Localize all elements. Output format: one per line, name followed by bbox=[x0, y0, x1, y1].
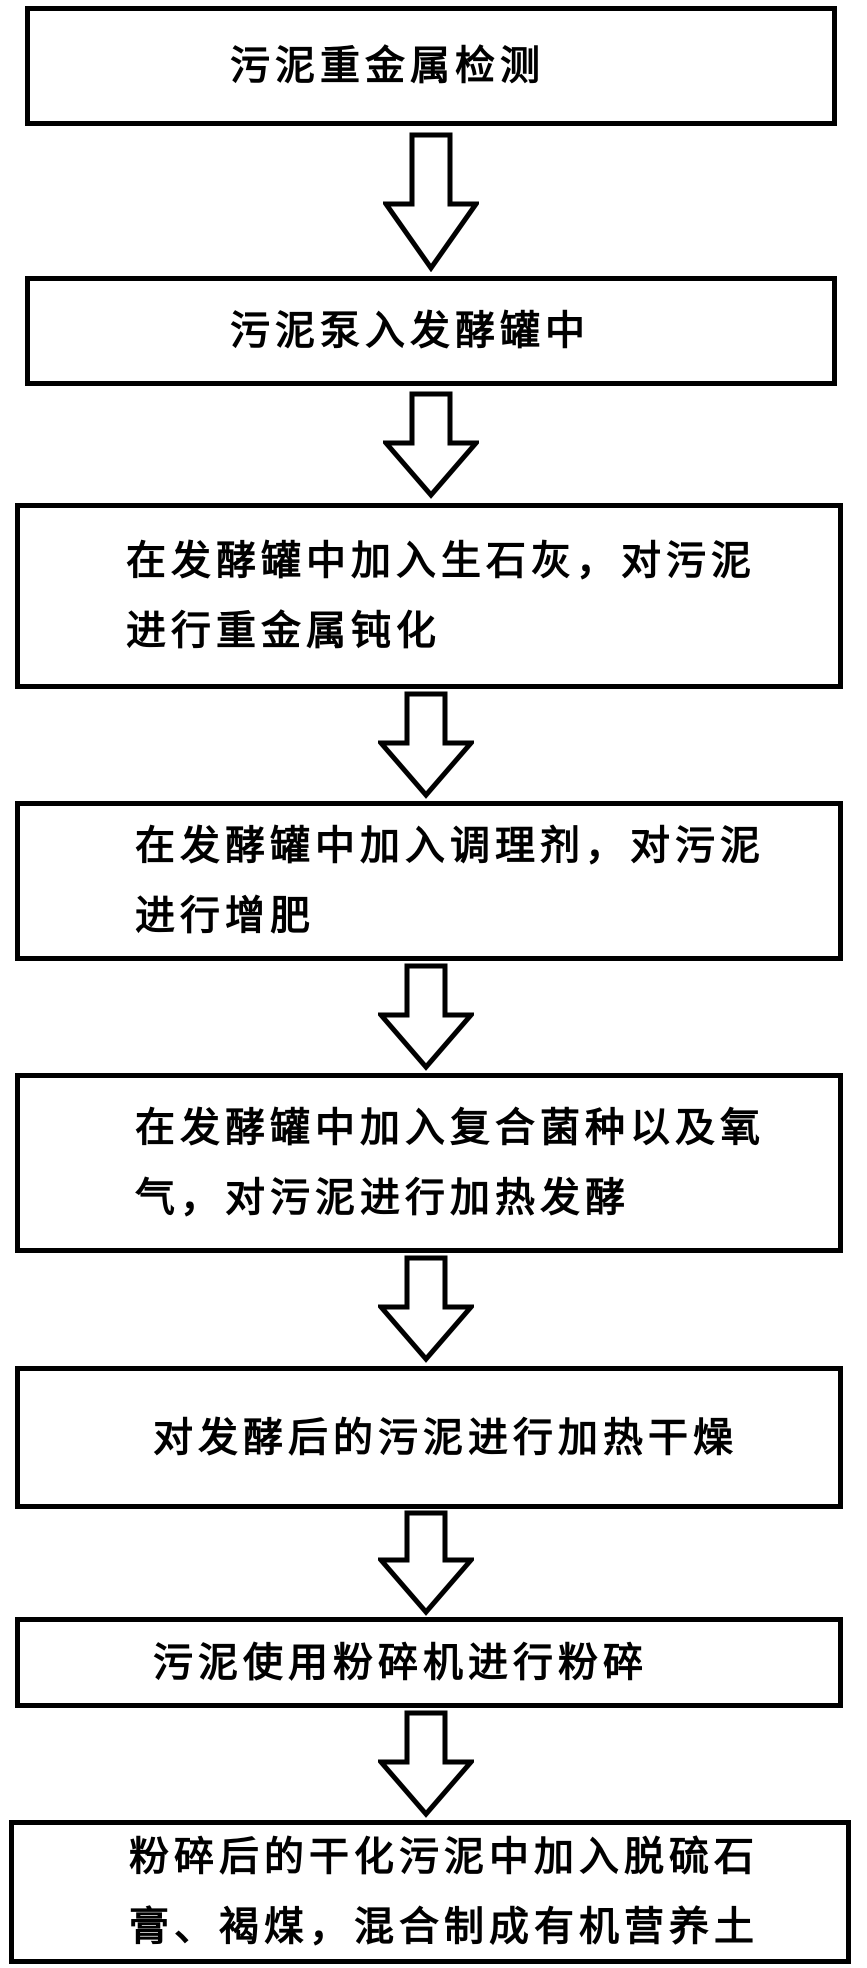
step-label: 在发酵罐中加入生石灰，对污泥进行重金属钝化 bbox=[126, 538, 756, 654]
step-crushing: 污泥使用粉碎机进行粉碎 bbox=[15, 1617, 843, 1708]
down-arrow-icon bbox=[378, 1255, 474, 1363]
step-add-bacteria-oxygen: 在发酵罐中加入复合菌种以及氧气，对污泥进行加热发酵 bbox=[15, 1073, 843, 1253]
step-label: 污泥使用粉碎机进行粉碎 bbox=[153, 1639, 648, 1686]
step-add-conditioner: 在发酵罐中加入调理剂，对污泥进行增肥 bbox=[15, 801, 843, 961]
down-arrow-icon bbox=[378, 691, 474, 799]
step-label: 对发酵后的污泥进行加热干燥 bbox=[153, 1414, 738, 1461]
step-label: 污泥泵入发酵罐中 bbox=[230, 308, 590, 354]
step-pump-into-fermenter: 污泥泵入发酵罐中 bbox=[25, 276, 837, 386]
down-arrow-icon bbox=[378, 963, 474, 1071]
step-label: 粉碎后的干化污泥中加入脱硫石膏、褐煤，混合制成有机营养土 bbox=[129, 1834, 759, 1950]
step-heat-drying: 对发酵后的污泥进行加热干燥 bbox=[15, 1366, 843, 1509]
step-label: 在发酵罐中加入调理剂，对污泥进行增肥 bbox=[135, 823, 765, 939]
down-arrow-icon bbox=[383, 391, 479, 499]
down-arrow-icon bbox=[383, 132, 479, 272]
step-label: 污泥重金属检测 bbox=[230, 43, 545, 89]
step-label: 在发酵罐中加入复合菌种以及氧气，对污泥进行加热发酵 bbox=[135, 1105, 765, 1221]
step-heavy-metal-detection: 污泥重金属检测 bbox=[25, 6, 837, 126]
down-arrow-icon bbox=[378, 1710, 474, 1818]
step-add-quicklime: 在发酵罐中加入生石灰，对污泥进行重金属钝化 bbox=[15, 503, 843, 689]
step-mix-organic-soil: 粉碎后的干化污泥中加入脱硫石膏、褐煤，混合制成有机营养土 bbox=[9, 1820, 851, 1964]
down-arrow-icon bbox=[378, 1510, 474, 1616]
